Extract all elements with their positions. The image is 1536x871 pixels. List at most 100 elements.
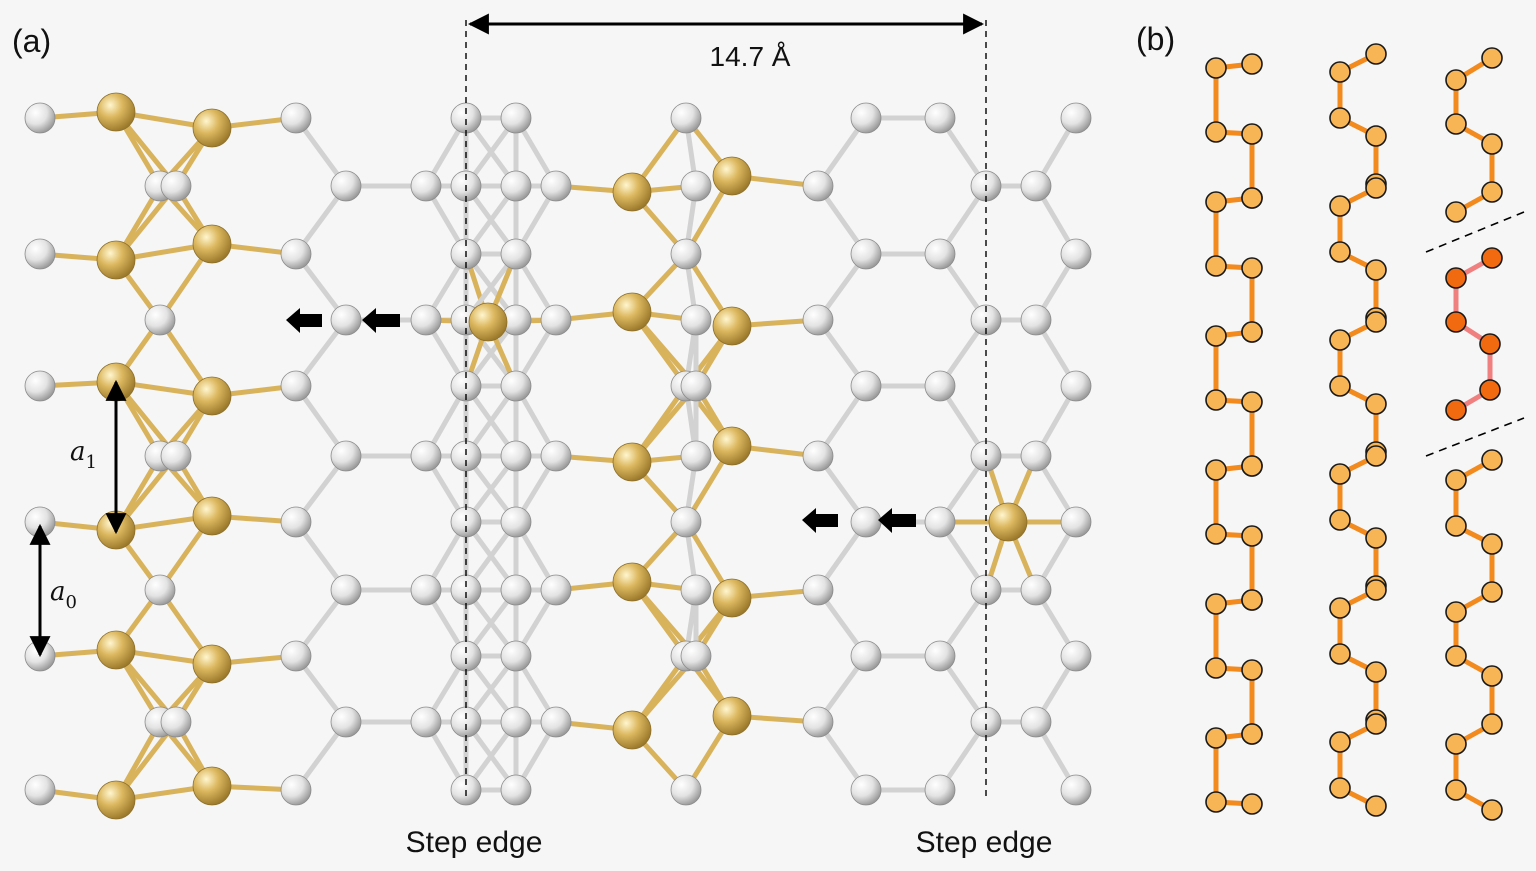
silicon-atom — [450, 102, 482, 134]
atomic-atoms — [24, 92, 1092, 820]
silicon-atom — [802, 170, 834, 202]
silicon-atom — [410, 574, 442, 606]
gold-atom — [612, 442, 652, 482]
chain-atom — [1481, 665, 1503, 687]
silicon-atom — [24, 238, 56, 270]
chain-atom — [1445, 515, 1467, 537]
silicon-atom — [850, 102, 882, 134]
panel-a-label: (a) — [12, 23, 51, 59]
silicon-atom — [680, 370, 712, 402]
silicon-atom — [1060, 640, 1092, 672]
chain-atom — [1445, 601, 1467, 623]
chain-atom — [1329, 195, 1351, 217]
chain-atom — [1365, 125, 1387, 147]
chain-1 — [1205, 53, 1263, 815]
chain-3-defect — [1445, 247, 1503, 421]
silicon-atom — [850, 640, 882, 672]
chain-atom — [1481, 713, 1503, 735]
chain-atom — [1241, 659, 1263, 681]
chain-atom — [1205, 191, 1227, 213]
step-edge-label-left: Step edge — [406, 826, 543, 859]
silicon-atom — [680, 304, 712, 336]
silicon-atom — [24, 102, 56, 134]
chain-atom — [1365, 445, 1387, 467]
silicon-atom — [924, 506, 956, 538]
gold-atom — [192, 108, 232, 148]
silicon-atom — [670, 102, 702, 134]
silicon-atom — [500, 640, 532, 672]
silicon-atom — [500, 238, 532, 270]
chain-atom — [1365, 527, 1387, 549]
silicon-atom — [410, 304, 442, 336]
left-arrow-icon — [878, 508, 916, 533]
silicon-atom — [500, 774, 532, 806]
silicon-atom — [330, 706, 362, 738]
step-edge-label-right: Step edge — [916, 826, 1053, 859]
silicon-atom — [450, 706, 482, 738]
chain-atom — [1329, 597, 1351, 619]
silicon-atom — [924, 238, 956, 270]
defect-boundary-top — [1425, 211, 1525, 253]
chain-atom — [1365, 661, 1387, 683]
silicon-atom — [450, 640, 482, 672]
silicon-atom — [450, 574, 482, 606]
spacing-label: 14.7 Å — [710, 41, 791, 72]
panel-b-chain-models: (b) — [1136, 21, 1525, 821]
silicon-atom — [1020, 304, 1052, 336]
gold-atom — [96, 630, 136, 670]
silicon-atom — [330, 170, 362, 202]
chain-atom — [1205, 593, 1227, 615]
gold-atom — [192, 224, 232, 264]
silicon-atom — [670, 238, 702, 270]
panel-b-label: (b) — [1136, 21, 1175, 57]
chain-atom — [1445, 399, 1467, 421]
chain-atom — [1205, 389, 1227, 411]
chain-atom — [1329, 643, 1351, 665]
chain-atom — [1365, 713, 1387, 735]
chain-atom — [1445, 267, 1467, 289]
chain-atom — [1241, 53, 1263, 75]
chain-atom — [1205, 325, 1227, 347]
silicon-atom — [924, 640, 956, 672]
gold-atom — [712, 578, 752, 618]
chain-atom — [1445, 113, 1467, 135]
silicon-atom — [680, 640, 712, 672]
silicon-atom — [410, 706, 442, 738]
silicon-atom — [540, 304, 572, 336]
chain-atom — [1205, 523, 1227, 545]
chain-3-bottom — [1445, 449, 1503, 821]
chain-atom — [1481, 181, 1503, 203]
silicon-atom — [410, 170, 442, 202]
silicon-atom — [500, 170, 532, 202]
silicon-atom — [1060, 102, 1092, 134]
chain-atom — [1445, 779, 1467, 801]
chain-atom — [1241, 257, 1263, 279]
silicon-atom — [670, 506, 702, 538]
silicon-atom — [540, 706, 572, 738]
chain-atom — [1445, 645, 1467, 667]
chain-atom — [1479, 333, 1501, 355]
chain-drawings — [1205, 43, 1503, 821]
chain-atom — [1329, 241, 1351, 263]
chain-atom — [1329, 731, 1351, 753]
gold-atom — [712, 306, 752, 346]
silicon-atom — [924, 370, 956, 402]
silicon-atom — [160, 440, 192, 472]
chain-atom — [1481, 133, 1503, 155]
silicon-atom — [970, 440, 1002, 472]
silicon-atom — [970, 706, 1002, 738]
gold-atom — [192, 644, 232, 684]
silicon-atom — [802, 706, 834, 738]
gold-atom — [192, 496, 232, 536]
silicon-atom — [802, 304, 834, 336]
chain-2 — [1329, 43, 1387, 817]
silicon-atom — [802, 574, 834, 606]
chain-3-top — [1445, 47, 1503, 223]
gold-atom — [612, 292, 652, 332]
chain-atom — [1205, 57, 1227, 79]
gold-atom — [468, 302, 508, 342]
chain-atom — [1205, 459, 1227, 481]
silicon-atom — [802, 440, 834, 472]
gold-atom — [192, 376, 232, 416]
